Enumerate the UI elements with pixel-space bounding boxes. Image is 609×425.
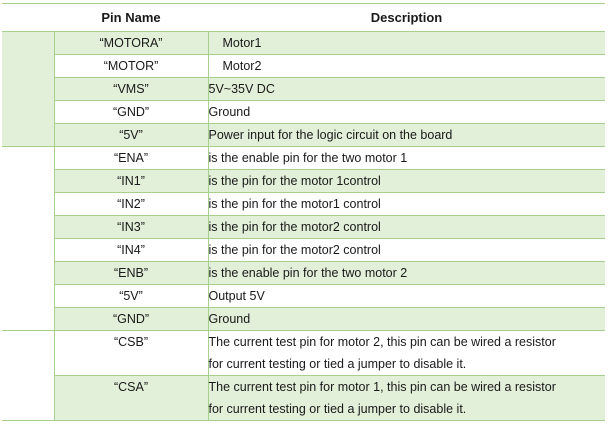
header-group-cell [2,3,54,32]
pin-name-cell: “IN3” [53,215,208,239]
header-description: Description [208,3,605,32]
description-cell: Ground [207,307,605,331]
description-cell: Motor2 [207,54,605,78]
table-row: “CSB” The current test pin for motor 2, … [2,330,605,421]
pin-name-cell: “VMS” [53,77,208,101]
description-line: The current test pin for motor 1, this p… [208,380,556,394]
description-line: for current testing or tied a jumper to … [208,357,467,371]
description-cell: is the pin for the motor2 control [207,215,605,239]
pin-name-cell: “MOTORA” [53,31,208,55]
pin-table: Pin Name Description “MOTORA” Motor1 “MO… [2,3,605,421]
description-cell: is the pin for the motor 1control [207,169,605,193]
table-row: “5V” Power input for the logic circuit o… [2,123,605,147]
pin-name-cell: “IN1” [53,169,208,193]
pin-name-cell: “GND” [53,307,208,331]
description-cell: 5V~35V DC [207,77,605,101]
group-cell-control [2,146,54,331]
table-row: “IN3” is the pin for the motor2 control [2,215,605,239]
pin-name-cell: “5V” [53,123,208,147]
group-cell-power [2,31,54,147]
description-cell: is the pin for the motor1 control [207,192,605,216]
table-row: “GND” Ground [2,307,605,331]
pin-name-cell: “IN4” [53,238,208,262]
table-row: “ENA” is the enable pin for the two moto… [2,146,605,331]
table-row: “CSA” The current test pin for motor 1, … [2,375,605,421]
description-line: for current testing or tied a jumper to … [208,402,467,416]
pin-table-body: “MOTORA” Motor1 “MOTOR” Motor2 “VMS” 5V~… [2,31,605,421]
table-row: “MOTOR” Motor2 [2,54,605,78]
description-cell: Motor1 [207,31,605,55]
description-cell: is the enable pin for the two motor 2 [207,261,605,285]
description-cell: is the pin for the motor2 control [207,238,605,262]
pin-name-cell: “CSA” [53,375,208,421]
description-cell: The current test pin for motor 1, this p… [207,375,605,421]
table-row: “5V” Output 5V [2,284,605,308]
pin-name-cell: “GND” [53,100,208,124]
table-row: “IN2” is the pin for the motor1 control [2,192,605,216]
description-cell: Ground [207,100,605,124]
table-row: “VMS” 5V~35V DC [2,77,605,101]
pin-name-cell: “ENA” [53,146,208,170]
pin-name-cell: “CSB” [53,330,208,376]
table-row: “ENB” is the enable pin for the two moto… [2,261,605,285]
group-cell-current-sense [2,330,54,421]
description-cell: Output 5V [207,284,605,308]
table-row: “GND” Ground [2,100,605,124]
pin-name-cell: “IN2” [53,192,208,216]
pin-name-cell: “MOTOR” [53,54,208,78]
pin-name-cell: “ENB” [53,261,208,285]
header-row: Pin Name Description [2,3,605,32]
pin-name-cell: “5V” [53,284,208,308]
description-cell: Power input for the logic circuit on the… [207,123,605,147]
description-cell: is the enable pin for the two motor 1 [207,146,605,170]
table-row: “MOTORA” Motor1 [2,31,605,147]
description-line: The current test pin for motor 2, this p… [208,335,556,349]
table-row: “IN1” is the pin for the motor 1control [2,169,605,193]
table-row: “IN4” is the pin for the motor2 control [2,238,605,262]
header-pin-name: Pin Name [54,3,208,32]
description-cell: The current test pin for motor 2, this p… [207,330,605,376]
